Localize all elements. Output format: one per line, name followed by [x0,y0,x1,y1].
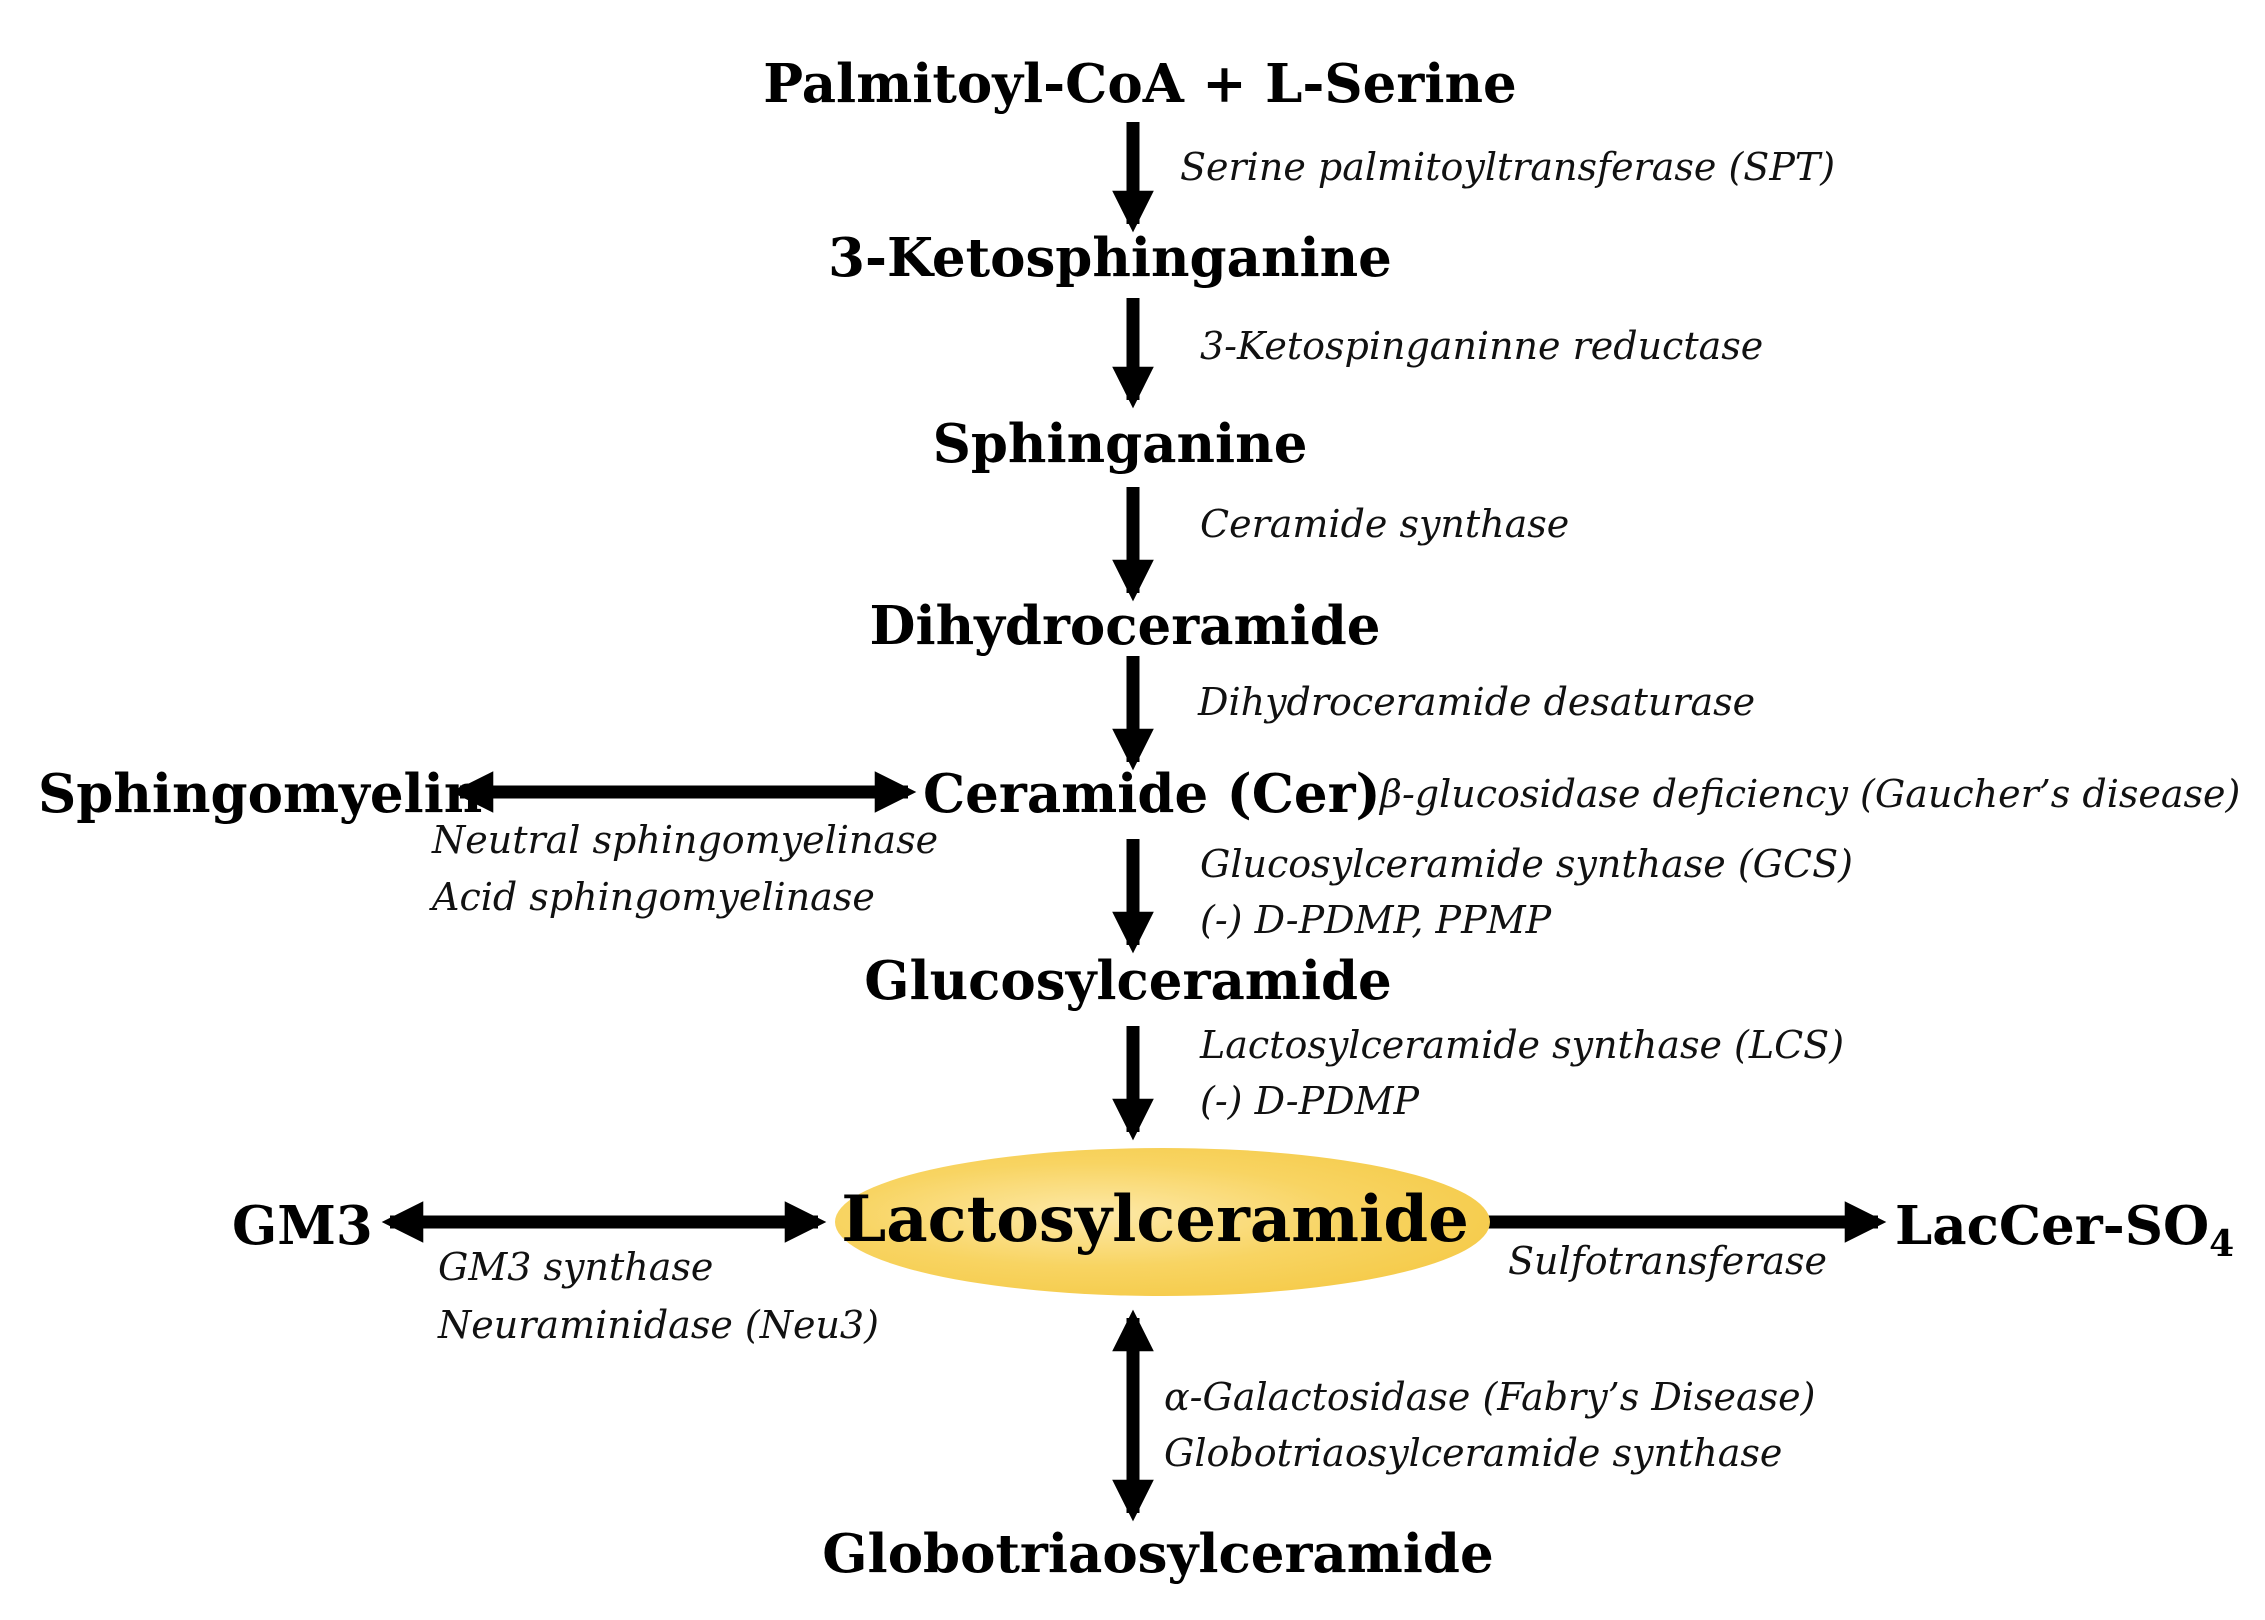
laccer-so4-base: LacCer-SO [1895,1195,2210,1257]
enzyme-lcs: Lactosylceramide synthase (LCS) [1200,1023,1845,1067]
enzyme-globotriaosylceramide-synthase: Globotriaosylceramide synthase [1164,1431,1783,1475]
node-gm3: GM3 [232,1195,373,1257]
node-globotriaosylceramide: Globotriaosylceramide [822,1523,1494,1585]
enzyme-ceramide-synthase: Ceramide synthase [1200,502,1570,546]
enzyme-gcs-inhibitors: (-) D-PDMP, PPMP [1200,898,1552,942]
node-lactosylceramide: Lactosylceramide [841,1182,1469,1257]
node-laccer-so4: LacCer-SO4 [1895,1200,2235,1265]
enzyme-dihydroceramide-desaturase: Dihydroceramide desaturase [1198,680,1756,724]
enzyme-neutral-sphingomyelinase: Neutral sphingomyelinase [432,818,939,862]
node-sphinganine: Sphinganine [932,413,1308,475]
enzyme-alpha-galactosidase: α-Galactosidase (Fabry’s Disease) [1164,1375,1816,1419]
node-palmitoyl-coa-l-serine: Palmitoyl-CoA + L-Serine [763,53,1517,115]
enzyme-neuraminidase: Neuraminidase (Neu3) [438,1303,879,1347]
enzyme-spt: Serine palmitoyltransferase (SPT) [1180,145,1836,189]
node-glucosylceramide: Glucosylceramide [864,950,1392,1012]
enzyme-sulfotransferase: Sulfotransferase [1508,1239,1828,1283]
enzyme-ketosphinganine-reductase: 3-Ketospinganinne reductase [1200,324,1764,368]
node-dihydroceramide: Dihydroceramide [869,595,1381,657]
lactosylceramide-highlight-ellipse [835,1148,1490,1296]
enzyme-gaucher-deficiency: β-glucosidase deficiency (Gaucher’s dise… [1380,772,2241,816]
enzyme-acid-sphingomyelinase: Acid sphingomyelinase [432,875,875,919]
node-sphingomyelin: Sphingomyelin [38,763,483,825]
node-ceramide: Ceramide (Cer) [923,763,1381,825]
node-3-ketosphinganine: 3-Ketosphinganine [828,227,1392,289]
laccer-so4-subscript: 4 [2209,1223,2235,1265]
enzyme-lcs-inhibitor: (-) D-PDMP [1200,1079,1420,1123]
enzyme-gcs: Glucosylceramide synthase (GCS) [1200,842,1853,886]
enzyme-gm3-synthase: GM3 synthase [438,1245,714,1289]
